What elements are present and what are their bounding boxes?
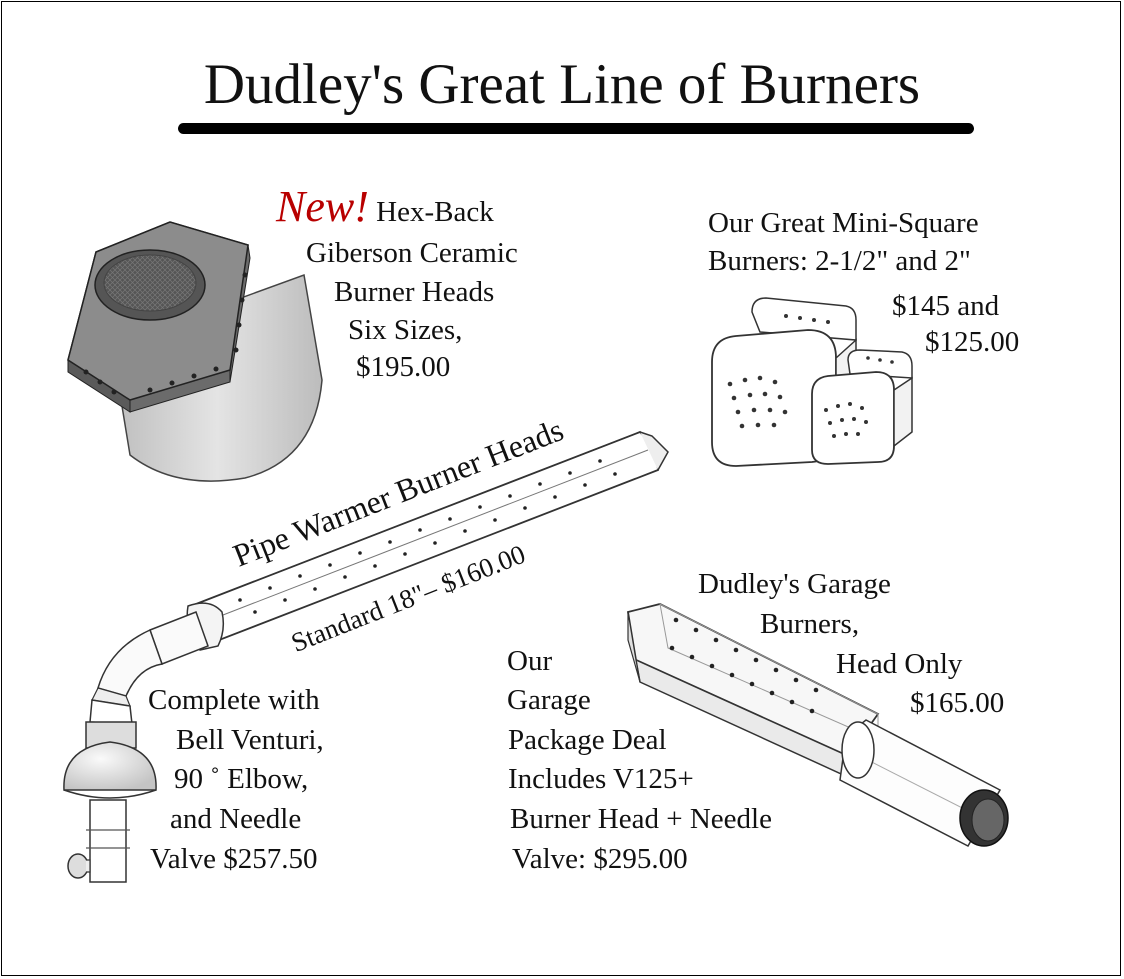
- garage-line-2: Burners,: [760, 608, 860, 640]
- garage-line-1: Dudley's Garage: [698, 568, 891, 600]
- mini-square-line-2: Burners: 2-1/2" and 2": [708, 245, 971, 277]
- hex-back-line-2: Giberson Ceramic: [306, 237, 518, 269]
- garage-price: $165.00: [910, 687, 1005, 719]
- complete-line-2: Bell Venturi,: [176, 724, 324, 756]
- hex-back-heading: New! Hex-Back: [276, 185, 494, 232]
- hex-back-line-1: Hex-Back: [376, 196, 494, 228]
- title-underline: [178, 123, 974, 134]
- garage-burner-image: [626, 603, 1009, 847]
- hex-back-line-3: Burner Heads: [334, 276, 495, 308]
- mini-square-price-1: $145 and: [892, 290, 1000, 322]
- hex-back-price: $195.00: [356, 351, 451, 383]
- package-line-5: Burner Head + Needle: [510, 803, 772, 835]
- complete-line-3: 90 ˚ Elbow,: [174, 763, 309, 795]
- complete-line-4: and Needle: [170, 803, 302, 835]
- package-price: Valve: $295.00: [512, 843, 688, 875]
- hex-back-line-4: Six Sizes,: [348, 314, 463, 346]
- complete-line-1: Complete with: [148, 684, 320, 716]
- mini-square-price-2: $125.00: [925, 326, 1020, 358]
- page-title: Dudley's Great Line of Burners: [203, 53, 921, 116]
- package-line-4: Includes V125+: [508, 763, 694, 795]
- garage-line-3: Head Only: [836, 648, 963, 680]
- package-line-2: Garage: [507, 684, 591, 716]
- complete-price: Valve $257.50: [150, 843, 318, 875]
- package-line-1: Our: [507, 645, 553, 677]
- package-line-3: Package Deal: [508, 724, 667, 756]
- pipe-warmer-burner-image: [63, 430, 669, 883]
- hex-back-burner-image: [67, 221, 323, 482]
- mini-square-burners-image: [711, 297, 913, 467]
- mini-square-line-1: Our Great Mini-Square: [708, 207, 979, 239]
- new-badge: New!: [276, 182, 369, 231]
